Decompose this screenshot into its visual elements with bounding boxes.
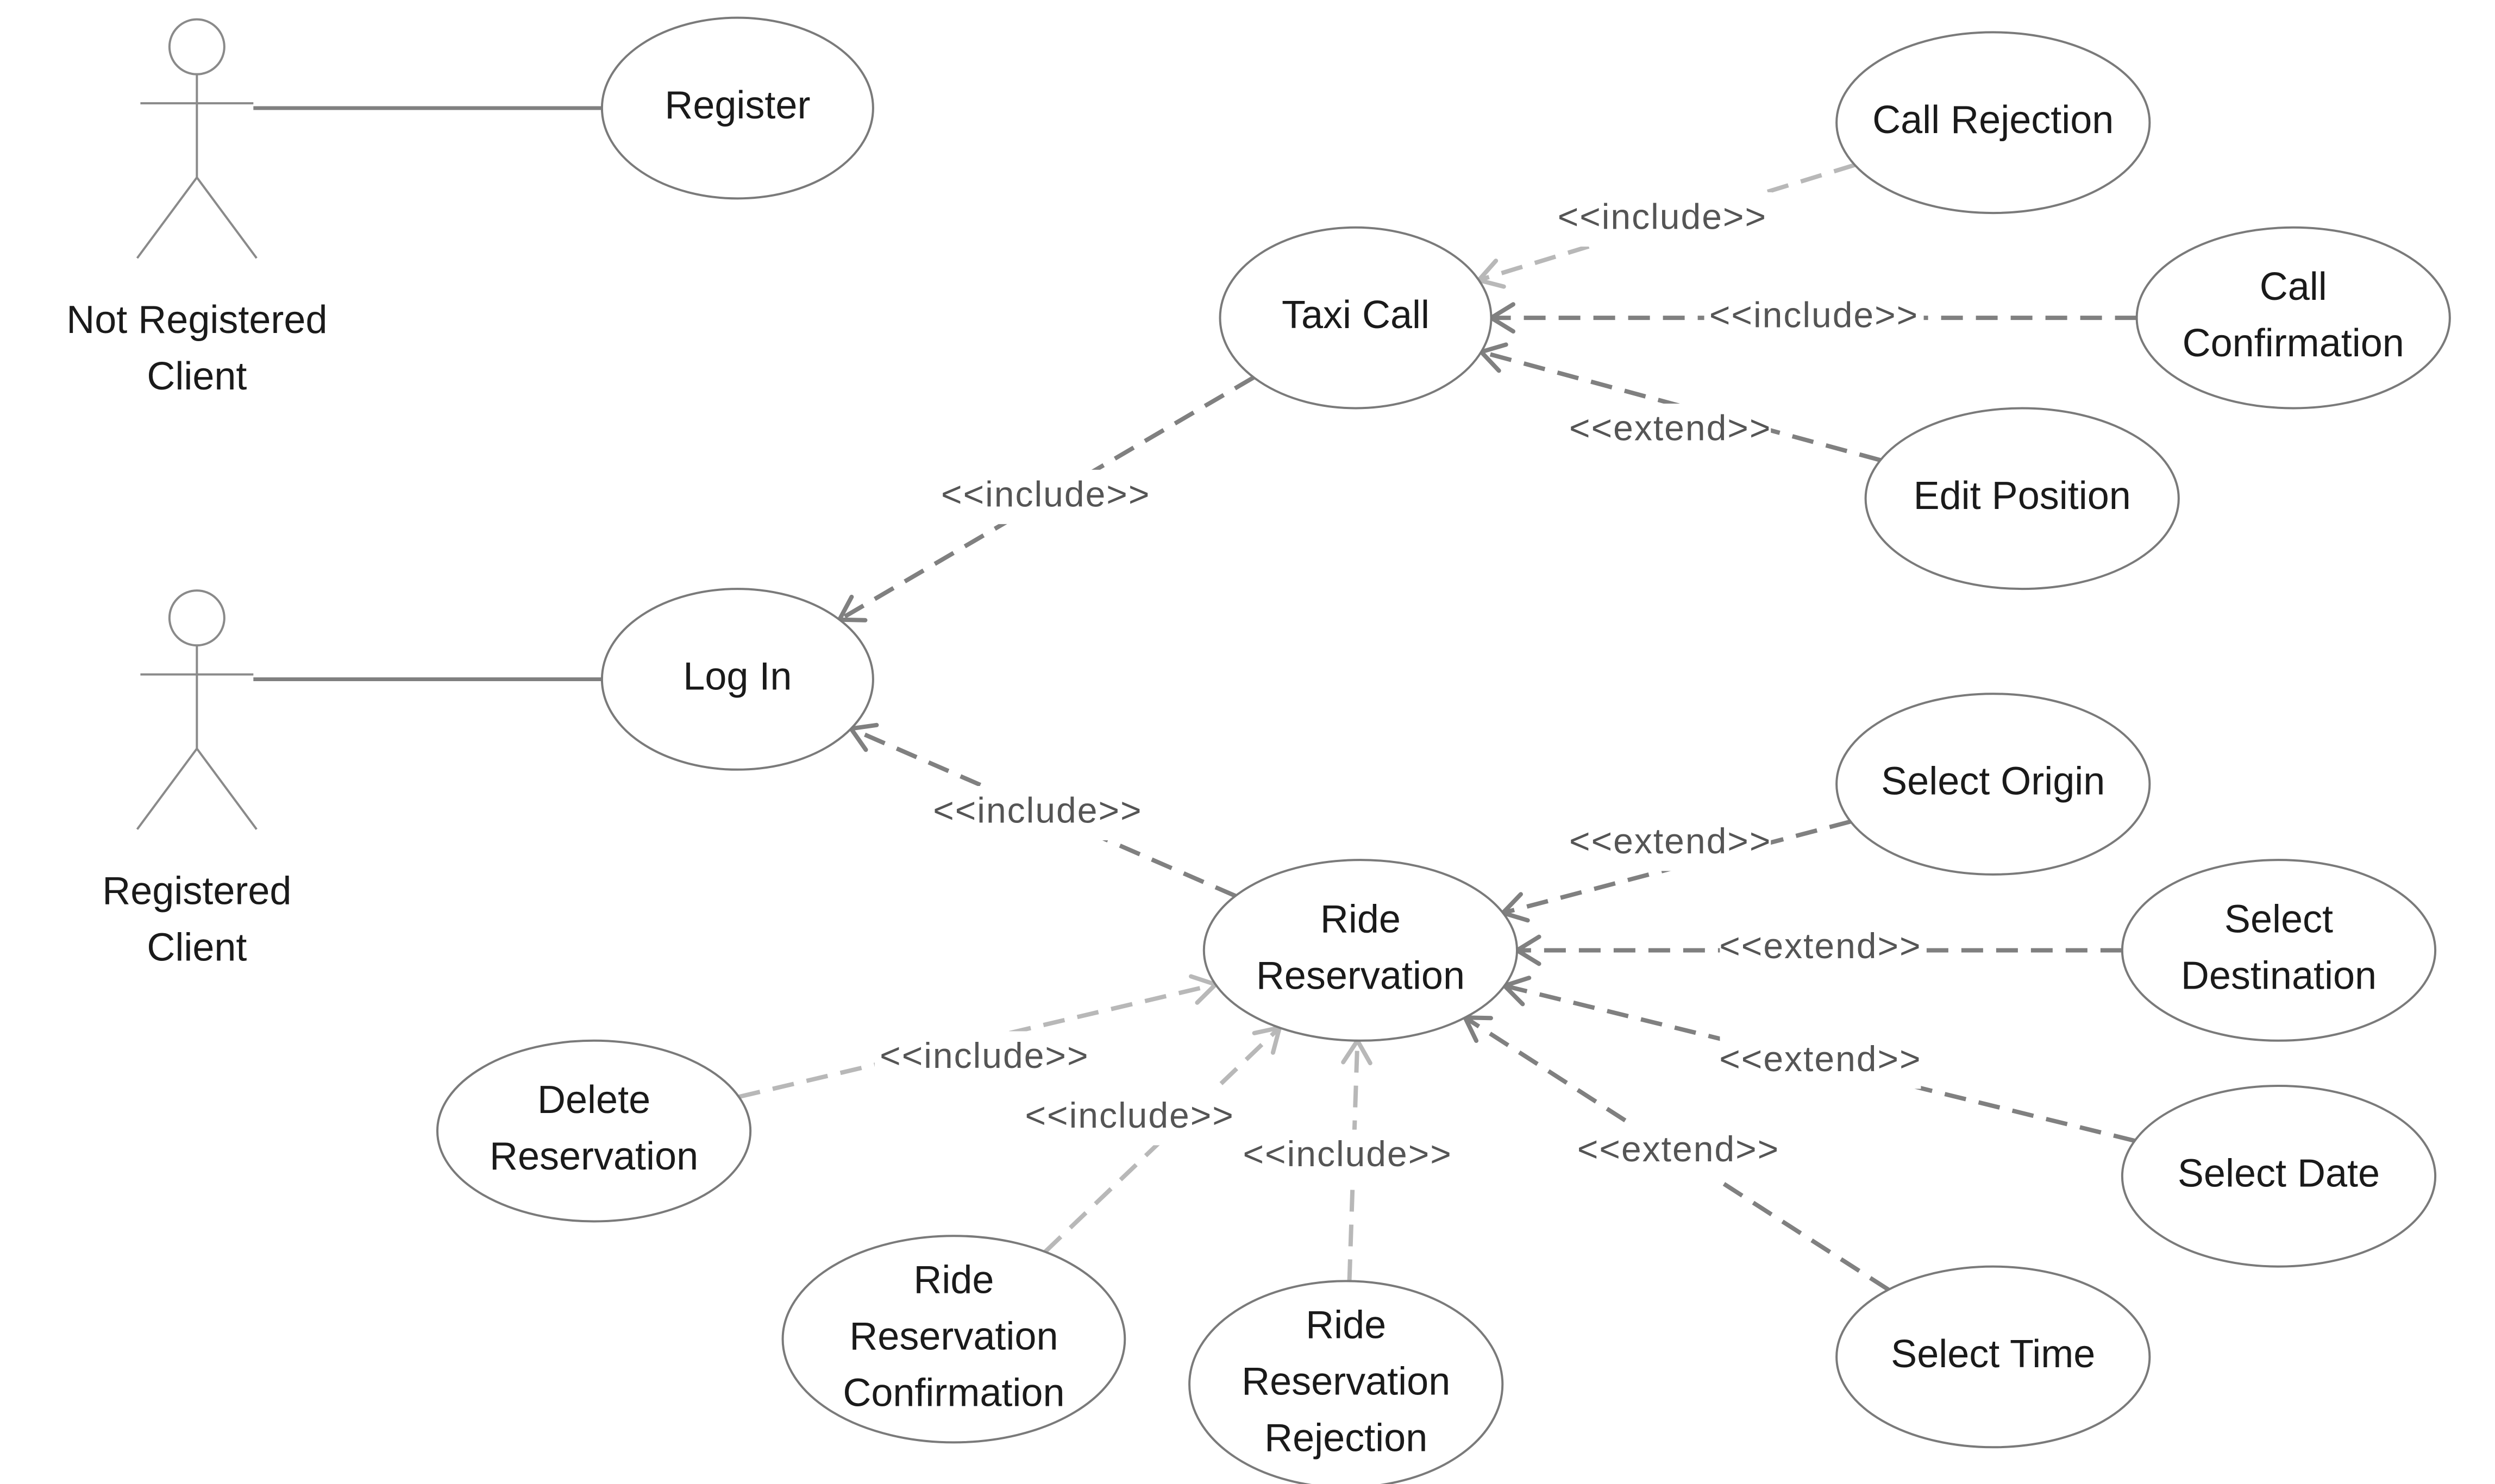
actor-head (168, 589, 225, 647)
use-case-label-line: Register (665, 84, 810, 127)
stereotype-label: <<extend>> (1569, 821, 1771, 861)
stereotype-label-bg (1720, 1034, 1921, 1089)
stereotype-label-bg (1020, 1091, 1240, 1146)
use-case-label-line: Call (2260, 265, 2327, 309)
use-case-ellipse (1188, 1280, 1504, 1484)
stereotype-label: <<include>> (1558, 196, 1767, 236)
use-case-ellipse (2121, 1084, 2437, 1268)
use-case-log-in[interactable]: Log In (600, 588, 874, 771)
use-case-label-line: Reservation (1256, 954, 1465, 997)
stereotype-label-bg (1578, 1124, 1779, 1179)
stereotype-label-bg (1704, 291, 1924, 345)
stereotype-label-bg (1238, 1129, 1458, 1184)
use-case-label-line: Log In (683, 655, 792, 698)
use-case-label-line: Call Rejection (1872, 98, 2114, 142)
use-case-label-line: Edit Position (1914, 474, 2131, 518)
dependency-line (838, 375, 1255, 622)
use-case-ellipse (1835, 1265, 2151, 1449)
stereotype-label-bg (936, 469, 1156, 524)
stereotype-label-bg (1552, 192, 1772, 247)
use-case-ellipse (1835, 31, 2151, 215)
use-case-ellipse (2121, 859, 2437, 1042)
use-case-label-line: Confirmation (2183, 322, 2404, 365)
actor-left-leg (136, 177, 198, 259)
stereotype-label: <<include>> (941, 474, 1150, 514)
actor-label-line: Client (147, 926, 247, 969)
dependency-line (1478, 162, 1855, 282)
use-case-label-line: Rejection (1264, 1416, 1427, 1460)
actor-label-line: Registered (102, 870, 291, 913)
stereotype-label: <<extend>> (1719, 926, 1921, 966)
use-case-ellipse (436, 1039, 752, 1223)
arrowhead (1476, 259, 1506, 289)
use-case-label-line: Reservation (1242, 1360, 1450, 1403)
use-case-select-origin[interactable]: Select Origin (1835, 693, 2151, 876)
use-case-call-rejection[interactable]: Call Rejection (1835, 31, 2151, 215)
use-case-ellipse (1219, 226, 1493, 410)
use-case-select-date[interactable]: Select Date (2121, 1084, 2437, 1268)
use-case-label-line: Ride (1306, 1304, 1386, 1347)
use-case-label-line: Taxi Call (1282, 293, 1430, 337)
use-case-select-time[interactable]: Select Time (1835, 1265, 2151, 1449)
use-case-taxi-call[interactable]: Taxi Call (1219, 226, 1493, 410)
stereotype-label: <<extend>> (1569, 407, 1771, 448)
use-case-label-line: Confirmation (843, 1371, 1064, 1414)
use-case-ellipse (1202, 859, 1519, 1042)
use-case-label-line: Select Origin (1881, 760, 2105, 803)
use-case-label-line: Select Date (2178, 1152, 2380, 1195)
use-case-label-line: Delete (537, 1078, 650, 1122)
use-case-ellipse (781, 1235, 1126, 1444)
stereotype-label: <<extend>> (1719, 1039, 1921, 1079)
use-case-ellipse (600, 16, 874, 200)
use-case-label-line: Reservation (849, 1315, 1058, 1358)
stereotype-label: <<include>> (1243, 1134, 1452, 1174)
use-case-ellipse (600, 588, 874, 771)
stereotype-label: <<extend>> (1577, 1129, 1779, 1169)
use-case-label-line: Ride (913, 1258, 994, 1301)
stereotype-label-bg (927, 786, 1148, 841)
actor-right-leg (196, 177, 258, 259)
stereotype-label-bg (1570, 404, 1771, 458)
use-case-ellipse (1864, 407, 2180, 590)
dependency-line (1043, 1026, 1281, 1254)
actor-label-line: Not Registered (66, 298, 327, 342)
actor-right-leg (196, 748, 258, 830)
use-case-edit-position[interactable]: Edit Position (1864, 407, 2180, 590)
stereotype-label: <<include>> (1025, 1095, 1234, 1135)
use-case-ellipse (2135, 226, 2451, 410)
use-case-label-line: Ride (1320, 898, 1401, 941)
use-case-label-line: Select (2224, 898, 2333, 941)
stereotype-label: <<include>> (880, 1035, 1089, 1076)
actor-label-line: Client (147, 355, 247, 398)
stereotype-label-bg (874, 1031, 1094, 1086)
use-case-register[interactable]: Register (600, 16, 874, 200)
use-case-ellipse (1835, 693, 2151, 876)
actor-head (168, 18, 225, 76)
stereotype-label: <<include>> (933, 790, 1142, 830)
use-case-label-line: Select Time (1891, 1332, 2095, 1376)
actor-left-leg (136, 748, 198, 830)
use-case-label-line: Destination (2181, 954, 2377, 997)
stereotype-label-bg (1720, 921, 1921, 976)
stereotype-label: <<include>> (1709, 295, 1919, 335)
stereotype-label-bg (1570, 816, 1771, 871)
arrowhead (1463, 1015, 1493, 1043)
use-case-label-line: Reservation (490, 1135, 698, 1178)
